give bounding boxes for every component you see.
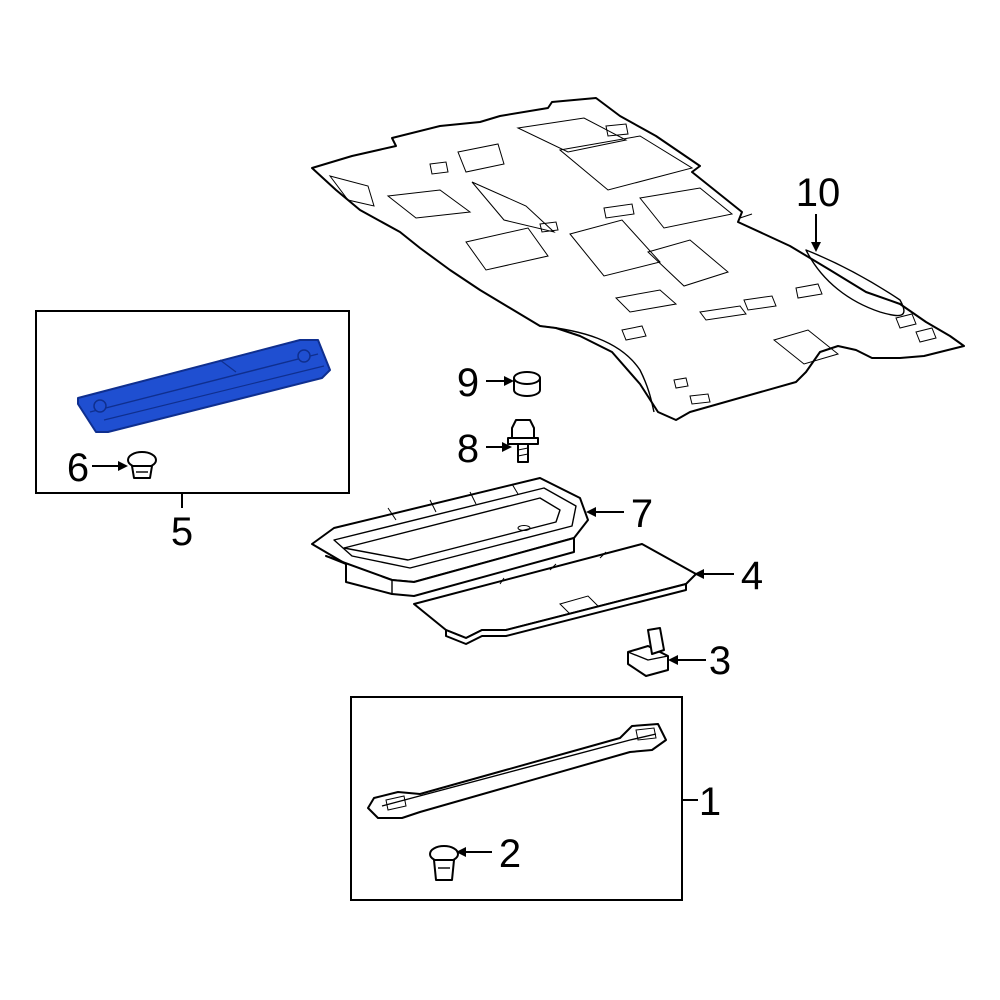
part-7-storage-tray[interactable] bbox=[311, 477, 589, 597]
part-10-floor-panel[interactable] bbox=[311, 97, 965, 421]
part-4-cover-board[interactable] bbox=[413, 543, 697, 645]
callout-7[interactable]: 7 bbox=[631, 492, 653, 536]
callout-9[interactable]: 9 bbox=[457, 361, 479, 405]
callout-1[interactable]: 1 bbox=[699, 780, 721, 824]
callout-3[interactable]: 3 bbox=[709, 639, 731, 683]
leader-lines bbox=[92, 214, 821, 857]
part-1-crossmember[interactable] bbox=[367, 723, 667, 819]
callout-6[interactable]: 6 bbox=[67, 446, 89, 490]
group-box-1 bbox=[350, 696, 683, 901]
callout-4[interactable]: 4 bbox=[741, 554, 763, 598]
part-8-bolt[interactable] bbox=[507, 419, 539, 463]
callout-5[interactable]: 5 bbox=[171, 510, 193, 554]
callout-10[interactable]: 10 bbox=[796, 171, 841, 215]
part-2-clip[interactable] bbox=[429, 845, 459, 881]
part-5-trim-panel[interactable] bbox=[77, 339, 331, 433]
callout-8[interactable]: 8 bbox=[457, 427, 479, 471]
part-6-clip[interactable] bbox=[127, 451, 157, 479]
part-9-cap[interactable] bbox=[513, 371, 541, 397]
part-3-bracket[interactable] bbox=[627, 627, 669, 677]
callout-2[interactable]: 2 bbox=[499, 832, 521, 876]
group-box-5 bbox=[35, 310, 350, 494]
